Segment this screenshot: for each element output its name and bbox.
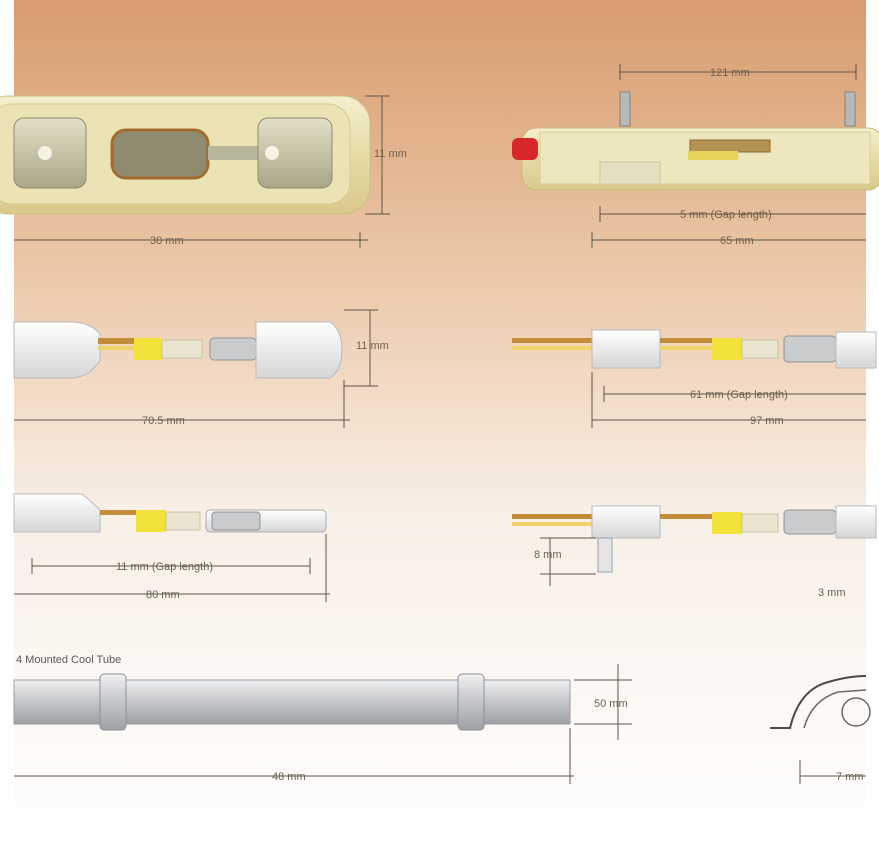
mounting-clip [770,675,871,729]
lamp-middle-right [512,329,877,369]
top-right-total-label: 65 mm [720,235,754,247]
mid-right-lit-label: 61 mm (Gap length) [690,389,788,401]
row3-right-small-label: 8 mm [534,549,562,561]
top-right-top-label: 121 mm [710,67,750,79]
section-title: 4 Mounted Cool Tube [16,654,121,666]
top-right-lit-label: 5 mm (Gap length) [680,209,772,221]
lamp-top-right [512,91,879,191]
tube-height-label: 50 mm [594,698,628,710]
row3-left-total-label: 80 mm [146,589,180,601]
mid-right-total-label: 97 mm [750,415,784,427]
connector-red-tip [512,138,538,160]
row3-right-total-label: 3 mm [818,587,846,599]
top-left-width-label: 30 mm [150,235,184,247]
top-left-height-label: 11 mm [374,148,407,160]
lamp-row3-left [13,493,327,533]
row3-left-lit-label: 11 mm (Gap length) [116,561,213,573]
right-margin [866,0,879,850]
mid-left-height-label: 11 mm [356,340,389,352]
clip-dim-label: 7 mm [836,771,864,783]
lamp-top-left [0,95,371,215]
lamp-row3-right [512,505,877,573]
lamp-middle-left [13,321,343,379]
cool-tube [13,673,571,731]
tube-total-label: 48 mm [272,771,306,783]
mid-left-total-label: 70.5 mm [142,415,185,427]
